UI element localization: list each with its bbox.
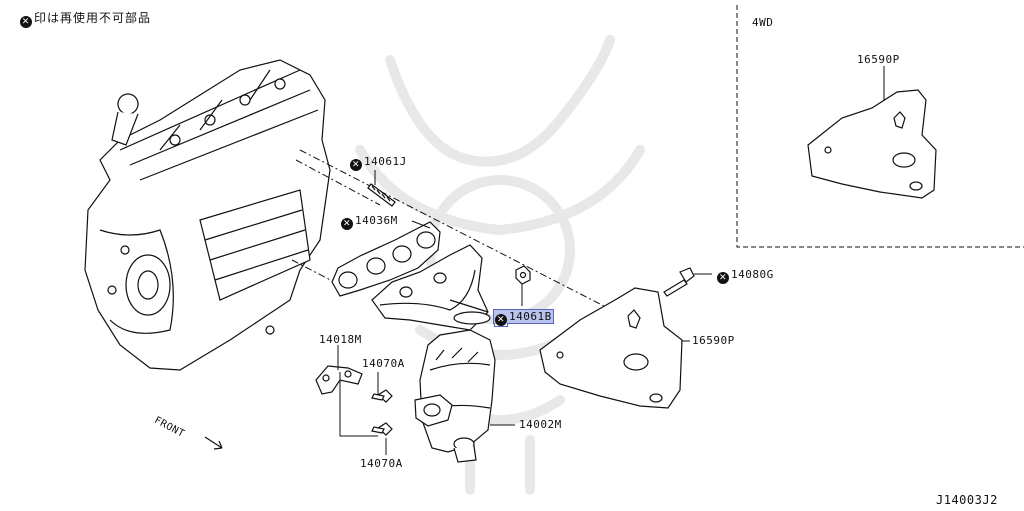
part-label-14061B[interactable]: ✕14061B	[493, 309, 554, 326]
exhaust-manifold	[371, 244, 491, 331]
part-label-inset-16590P: 16590P	[857, 53, 900, 66]
nut-14061B	[515, 265, 531, 285]
part-label-14070A-bottom: 14070A	[360, 457, 403, 470]
gasket-14036M	[331, 221, 441, 297]
part-label-14070A-top: 14070A	[362, 357, 405, 370]
inset-frame	[736, 5, 1024, 248]
front-arrow-icon	[204, 436, 223, 450]
leaders-14070A	[339, 372, 387, 455]
bolt-14070A-bottom	[371, 422, 393, 436]
x-circle-icon: ✕	[495, 314, 507, 326]
inset-heat-shield	[807, 89, 937, 199]
part-label-14080G: ✕14080G	[717, 268, 774, 284]
legend: ✕印は再使用不可部品	[20, 12, 151, 28]
bolt-14080G	[663, 267, 695, 297]
catalytic-converter-14002M	[414, 329, 496, 463]
part-label-14002M: 14002M	[519, 418, 562, 431]
part-label-14018M: 14018M	[319, 333, 362, 346]
bracket-14018M	[315, 365, 363, 395]
part-label-16590P: 16590P	[692, 334, 735, 347]
figure-id: J14003J2	[936, 493, 998, 507]
legend-text: 印は再使用不可部品	[34, 11, 152, 25]
x-circle-icon: ✕	[20, 16, 32, 28]
inset-label-4wd: 4WD	[752, 16, 774, 29]
x-circle-icon: ✕	[717, 272, 729, 284]
x-circle-icon: ✕	[341, 218, 353, 230]
part-label-14036M: ✕14036M	[341, 214, 398, 230]
heat-shield-16590P	[539, 287, 683, 409]
x-circle-icon: ✕	[350, 159, 362, 171]
bolt-14070A-top	[371, 389, 393, 403]
leader-14036M	[411, 220, 431, 229]
part-label-14061J: ✕14061J	[350, 155, 407, 171]
engine-block	[84, 59, 331, 371]
stud-14061J	[367, 183, 396, 207]
